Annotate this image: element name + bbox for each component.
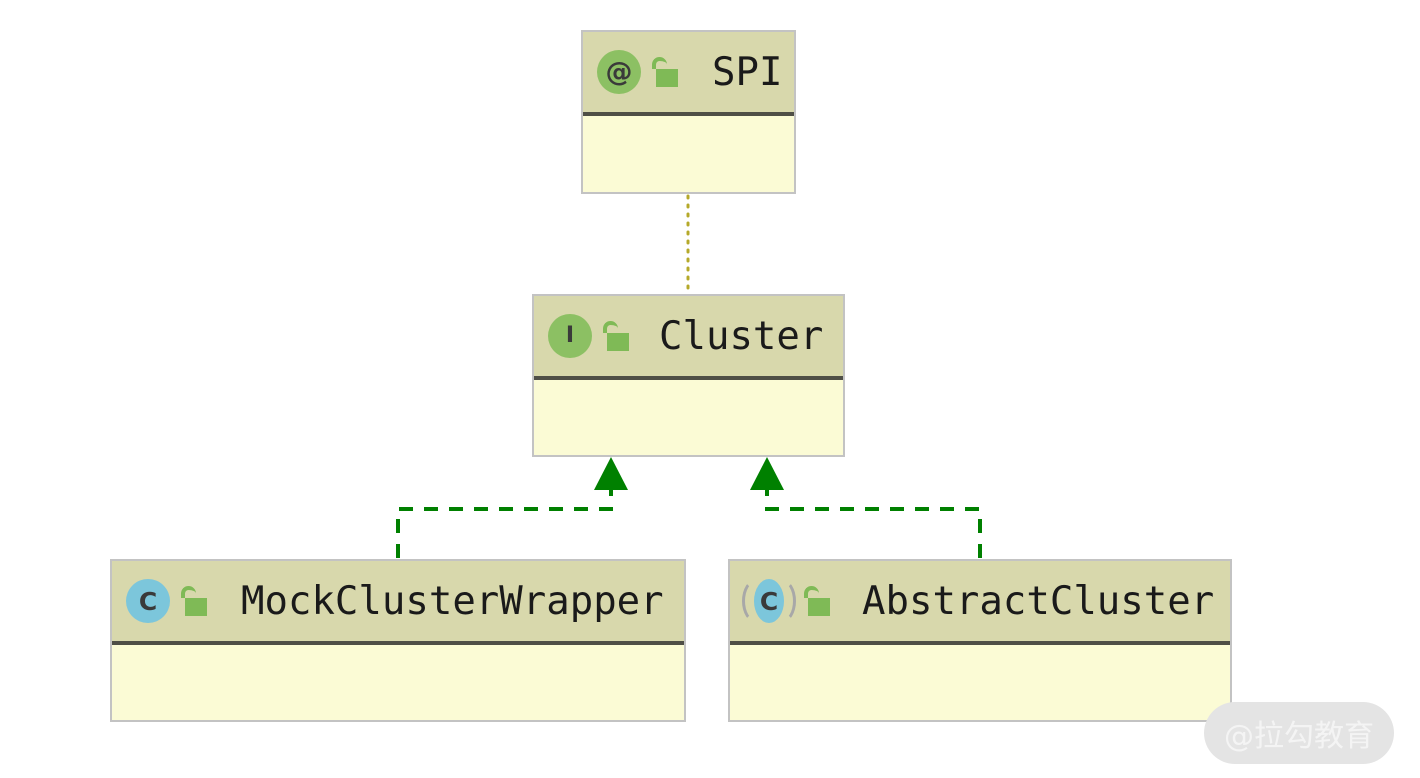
annotation-icon: @ xyxy=(597,50,641,94)
uml-node-abstract-cluster-body xyxy=(730,645,1230,716)
uml-node-cluster[interactable]: I Cluster xyxy=(532,294,845,457)
uml-node-spi-header: @ SPI xyxy=(583,32,794,116)
watermark-text: @拉勾教育 xyxy=(1224,719,1374,754)
abstract-arc-right xyxy=(768,579,796,623)
padlock-shackle xyxy=(652,57,667,69)
realization-arrowhead xyxy=(594,457,628,490)
uml-node-abstract-cluster-title: AbstractCluster xyxy=(862,578,1215,624)
uml-node-spi-title: SPI xyxy=(712,49,783,95)
edge-abstract-realizes-cluster xyxy=(750,457,982,558)
class-icon-glyph: C xyxy=(126,579,170,623)
abstract-class-icon: C xyxy=(742,578,796,624)
padlock-body xyxy=(185,598,207,616)
uml-node-mock-cluster-wrapper-title: MockClusterWrapper xyxy=(241,578,664,624)
uml-node-abstract-cluster[interactable]: C AbstractCluster xyxy=(728,559,1232,722)
padlock-body xyxy=(656,69,678,87)
class-icon: C xyxy=(126,579,170,623)
padlock-shackle xyxy=(181,586,196,598)
annotation-icon-glyph: @ xyxy=(597,50,641,94)
uml-node-cluster-title: Cluster xyxy=(659,313,824,359)
padlock-shackle xyxy=(603,321,618,333)
uml-node-mock-cluster-wrapper-header: C MockClusterWrapper xyxy=(112,561,684,645)
open-padlock-icon xyxy=(804,586,830,616)
uml-node-cluster-header: I Cluster xyxy=(534,296,843,380)
abstract-arc-left xyxy=(742,579,770,623)
padlock-body xyxy=(607,333,629,351)
uml-node-cluster-body xyxy=(534,380,843,451)
abstract-class-icon-glyph: C xyxy=(754,579,784,623)
interface-icon-glyph: I xyxy=(548,314,592,358)
interface-icon: I xyxy=(548,314,592,358)
uml-node-spi[interactable]: @ SPI xyxy=(581,30,796,194)
uml-node-mock-cluster-wrapper-body xyxy=(112,645,684,716)
watermark: @拉勾教育 xyxy=(1204,702,1394,764)
uml-node-mock-cluster-wrapper[interactable]: C MockClusterWrapper xyxy=(110,559,686,722)
open-padlock-icon xyxy=(181,586,207,616)
open-padlock-icon xyxy=(603,321,629,351)
uml-node-abstract-cluster-header: C AbstractCluster xyxy=(730,561,1230,645)
open-padlock-icon xyxy=(652,57,678,87)
edge-mock-realizes-cluster xyxy=(396,457,628,558)
uml-node-spi-body xyxy=(583,116,794,188)
realization-arrowhead xyxy=(750,457,784,490)
padlock-shackle xyxy=(804,586,819,598)
padlock-body xyxy=(808,598,830,616)
